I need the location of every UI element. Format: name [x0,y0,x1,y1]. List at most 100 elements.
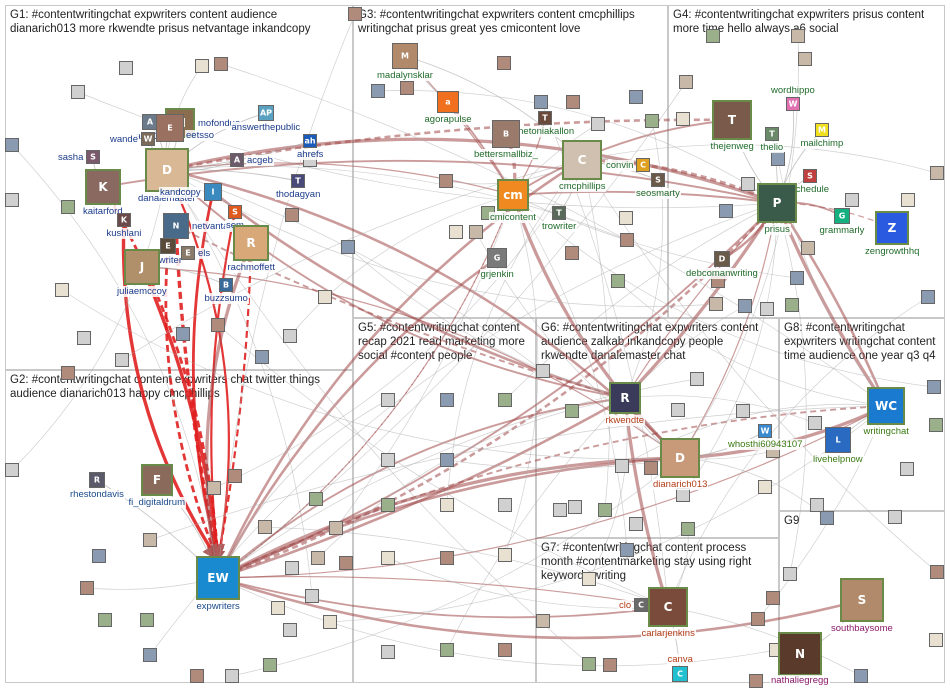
user-avatar[interactable] [195,59,209,73]
user-avatar[interactable] [927,380,941,394]
user-avatar[interactable] [115,353,129,367]
user-avatar[interactable] [644,461,658,475]
user-avatar[interactable] [810,498,824,512]
node-fi-digitaldrum-avatar[interactable]: F [141,464,173,496]
user-avatar[interactable] [211,318,225,332]
user-avatar[interactable] [888,510,902,524]
node-grammarly-avatar[interactable]: G [834,208,850,224]
node-expwriters-avatar[interactable]: EW [196,556,240,600]
user-avatar[interactable] [497,56,511,70]
user-avatar[interactable] [119,61,133,75]
node-nathaliegregg-avatar[interactable]: N [778,632,822,676]
user-avatar[interactable] [143,648,157,662]
user-avatar[interactable] [381,453,395,467]
node-thelio-avatar[interactable]: T [765,127,779,141]
user-avatar[interactable] [534,95,548,109]
user-avatar[interactable] [318,290,332,304]
node-zengrowthhq-avatar[interactable]: Z [875,211,909,245]
node-debcomanwriting-avatar[interactable]: D [714,251,730,267]
user-avatar[interactable] [611,274,625,288]
user-avatar[interactable] [341,240,355,254]
user-avatar[interactable] [629,517,643,531]
user-avatar[interactable] [565,404,579,418]
node-trowriter-avatar[interactable]: T [552,206,566,220]
user-avatar[interactable] [738,299,752,313]
node-seosmarty-avatar[interactable]: S [651,173,665,187]
user-avatar[interactable] [615,459,629,473]
user-avatar[interactable] [140,613,154,627]
user-avatar[interactable] [783,567,797,581]
user-avatar[interactable] [498,498,512,512]
user-avatar[interactable] [681,522,695,536]
user-avatar[interactable] [598,503,612,517]
user-avatar[interactable] [645,114,659,128]
user-avatar[interactable] [929,633,943,647]
user-avatar[interactable] [190,669,204,683]
user-avatar[interactable] [758,480,772,494]
node-southbaysome-avatar[interactable]: S [840,578,884,622]
user-avatar[interactable] [71,85,85,99]
user-avatar[interactable] [440,551,454,565]
user-avatar[interactable] [440,498,454,512]
node-wande-avatar[interactable]: W [141,132,155,146]
user-avatar[interactable] [790,271,804,285]
user-avatar[interactable] [498,393,512,407]
node-rkwendte-avatar[interactable]: R [609,382,641,414]
node-rachmoffett-avatar[interactable]: R [233,225,269,261]
node-kandcopy-avatar[interactable]: I [204,183,222,201]
node-schedule-avatar[interactable]: S [803,169,817,183]
user-avatar[interactable] [536,364,550,378]
user-avatar[interactable] [921,290,935,304]
user-avatar[interactable] [553,503,567,517]
user-avatar[interactable] [283,623,297,637]
node-writingchat-avatar[interactable]: WC [867,387,905,425]
user-avatar[interactable] [98,613,112,627]
node-whosthi60943107-avatar[interactable]: W [758,424,772,438]
user-avatar[interactable] [591,117,605,131]
node-bettersmallbiz--avatar[interactable]: B [492,120,520,148]
node-livehelpnow-avatar[interactable]: L [825,427,851,453]
user-avatar[interactable] [749,674,763,688]
node-eetsso-avatar[interactable]: E [156,114,184,142]
node-thejenweg-avatar[interactable]: T [712,100,752,140]
user-avatar[interactable] [845,193,859,207]
node-carlarjenkins-avatar[interactable]: C [648,587,688,627]
node-sasha-avatar[interactable]: S [86,150,100,164]
user-avatar[interactable] [582,572,596,586]
user-avatar[interactable] [283,329,297,343]
user-avatar[interactable] [930,166,944,180]
node-cmicontent-avatar[interactable]: cm [497,179,529,211]
user-avatar[interactable] [440,393,454,407]
user-avatar[interactable] [679,75,693,89]
user-avatar[interactable] [371,84,385,98]
user-avatar[interactable] [381,551,395,565]
user-avatar[interactable] [207,481,221,495]
user-avatar[interactable] [440,453,454,467]
user-avatar[interactable] [854,669,868,683]
user-avatar[interactable] [271,601,285,615]
node-dianarich013-avatar[interactable]: D [660,438,700,478]
user-avatar[interactable] [736,404,750,418]
node-canva-avatar[interactable]: C [672,666,688,682]
user-avatar[interactable] [771,152,785,166]
user-avatar[interactable] [566,95,580,109]
user-avatar[interactable] [930,565,944,579]
user-avatar[interactable] [285,561,299,575]
user-avatar[interactable] [381,498,395,512]
node-thetoniakallon-avatar[interactable]: T [538,111,552,125]
node-kaitarford-avatar[interactable]: K [85,169,121,205]
user-avatar[interactable] [80,581,94,595]
user-avatar[interactable] [214,57,228,71]
user-avatar[interactable] [766,591,780,605]
user-avatar[interactable] [381,393,395,407]
user-avatar[interactable] [285,208,299,222]
user-avatar[interactable] [440,643,454,657]
node-els-avatar[interactable]: E [181,246,195,260]
user-avatar[interactable] [620,543,634,557]
node-buzzsumo-avatar[interactable]: B [219,278,233,292]
user-avatar[interactable] [305,589,319,603]
user-avatar[interactable] [228,469,242,483]
user-avatar[interactable] [439,174,453,188]
node-rhestondavis-avatar[interactable]: R [89,472,105,488]
user-avatar[interactable] [263,658,277,672]
